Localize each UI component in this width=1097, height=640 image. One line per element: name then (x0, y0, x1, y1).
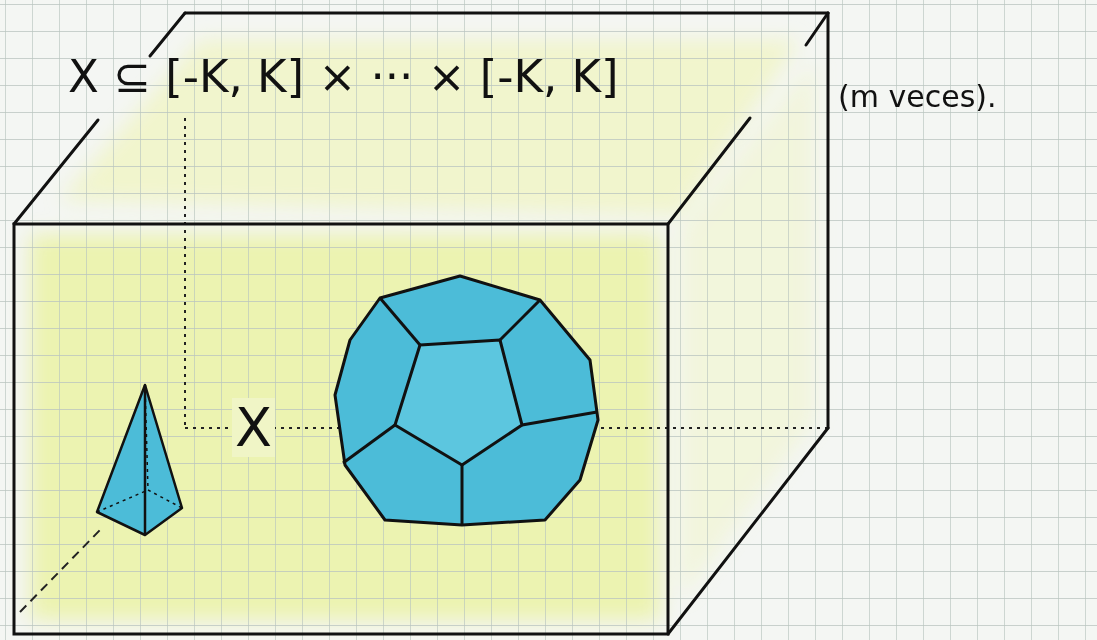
dodecahedron (335, 276, 598, 525)
box-edges (14, 13, 828, 634)
hidden-edges (20, 118, 828, 612)
dimension-note: (m veces). (838, 80, 997, 113)
set-name: X (232, 398, 275, 457)
set-formula: X ⊆ [-K, K] × ··· × [-K, K] (68, 52, 619, 102)
pyramid (97, 385, 182, 535)
